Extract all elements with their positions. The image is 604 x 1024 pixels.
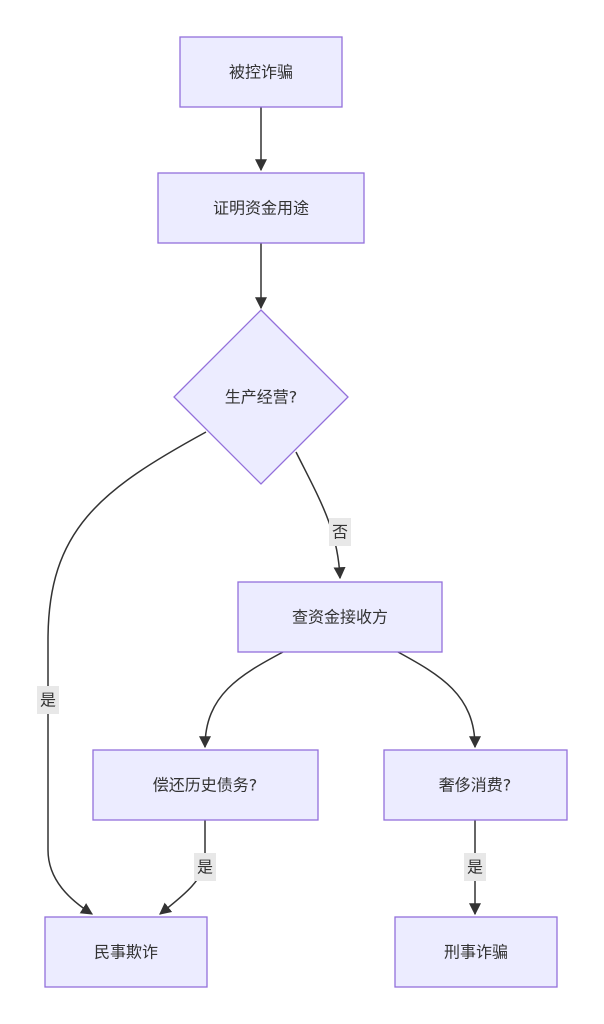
node-accused: 被控诈骗 [179, 36, 343, 108]
node-prove-use: 证明资金用途 [157, 172, 365, 244]
svg-text:民事欺诈: 民事欺诈 [94, 943, 158, 962]
node-production-decision: 生产经营? [173, 309, 349, 485]
node-luxury: 奢侈消费? [383, 749, 568, 821]
node-check-recipient: 查资金接收方 [237, 581, 443, 653]
node-criminal-fraud: 刑事诈骗 [394, 916, 558, 988]
svg-text:是: 是 [467, 858, 483, 877]
edge-label-production-yes: 是 [37, 686, 59, 714]
svg-text:否: 否 [332, 523, 348, 542]
edge-label-luxury-yes: 是 [464, 853, 486, 881]
svg-text:偿还历史债务?: 偿还历史债务? [153, 776, 258, 795]
svg-text:证明资金用途: 证明资金用途 [213, 199, 309, 218]
svg-text:被控诈骗: 被控诈骗 [229, 63, 293, 82]
svg-text:刑事诈骗: 刑事诈骗 [444, 943, 508, 962]
edge-label-production-no: 否 [329, 518, 351, 546]
svg-text:查资金接收方: 查资金接收方 [292, 608, 388, 627]
edge-check-recipient-to-luxury [397, 651, 481, 749]
edge-production-to-civil-fraud [47, 431, 207, 915]
edge-production-to-check-recipient [295, 451, 346, 580]
edge-label-repay-yes: 是 [194, 853, 216, 881]
svg-text:奢侈消费?: 奢侈消费? [439, 776, 512, 795]
svg-text:是: 是 [40, 691, 56, 710]
svg-text:是: 是 [197, 858, 213, 877]
node-repay-debt: 偿还历史债务? [92, 749, 319, 821]
edge-check-recipient-to-repay [199, 651, 284, 749]
svg-text:生产经营?: 生产经营? [225, 388, 298, 407]
node-civil-fraud: 民事欺诈 [44, 916, 208, 988]
